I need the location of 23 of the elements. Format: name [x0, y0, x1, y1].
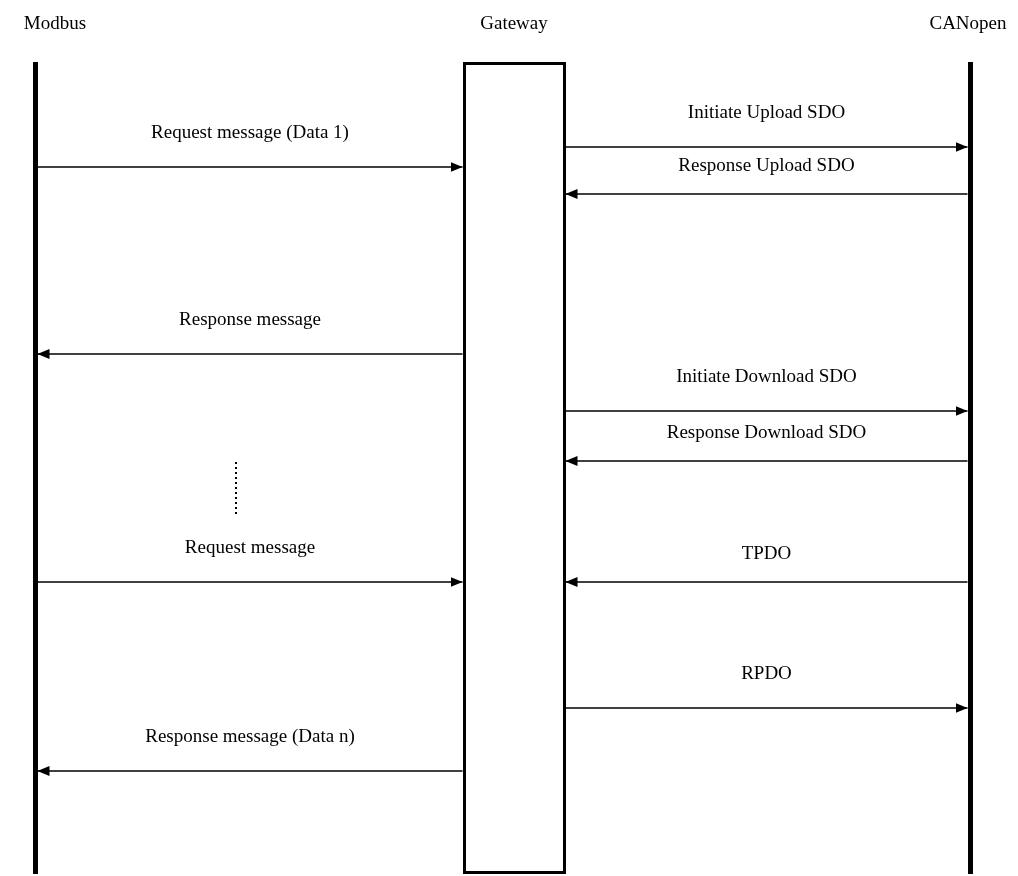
lifeline-header: Gateway [480, 12, 548, 34]
edge-label: RPDO [741, 662, 792, 684]
lifeline-header: CANopen [929, 12, 1007, 34]
message-arrow [36, 162, 464, 172]
message-arrow [36, 766, 464, 776]
message-arrow [564, 189, 969, 199]
edge-label: Response Upload SDO [678, 154, 855, 176]
edge-label: Initiate Download SDO [676, 365, 857, 387]
message-arrow [564, 456, 969, 466]
edge-label: Request message (Data 1) [151, 121, 349, 143]
edge-label: Response message [179, 308, 321, 330]
edge-label: Request message [184, 536, 316, 558]
message-arrow [564, 577, 969, 587]
message-arrow [564, 703, 969, 713]
message-arrow [564, 142, 969, 152]
edge-label: Initiate Upload SDO [687, 101, 846, 123]
message-arrow [36, 349, 464, 359]
edge-label: TPDO [741, 542, 792, 564]
lifeline-header: Modbus [23, 12, 87, 34]
edge-label: Response message (Data n) [145, 725, 355, 747]
message-arrow [36, 577, 464, 587]
message-arrow [564, 406, 969, 416]
edge-label: Response Download SDO [666, 421, 867, 443]
